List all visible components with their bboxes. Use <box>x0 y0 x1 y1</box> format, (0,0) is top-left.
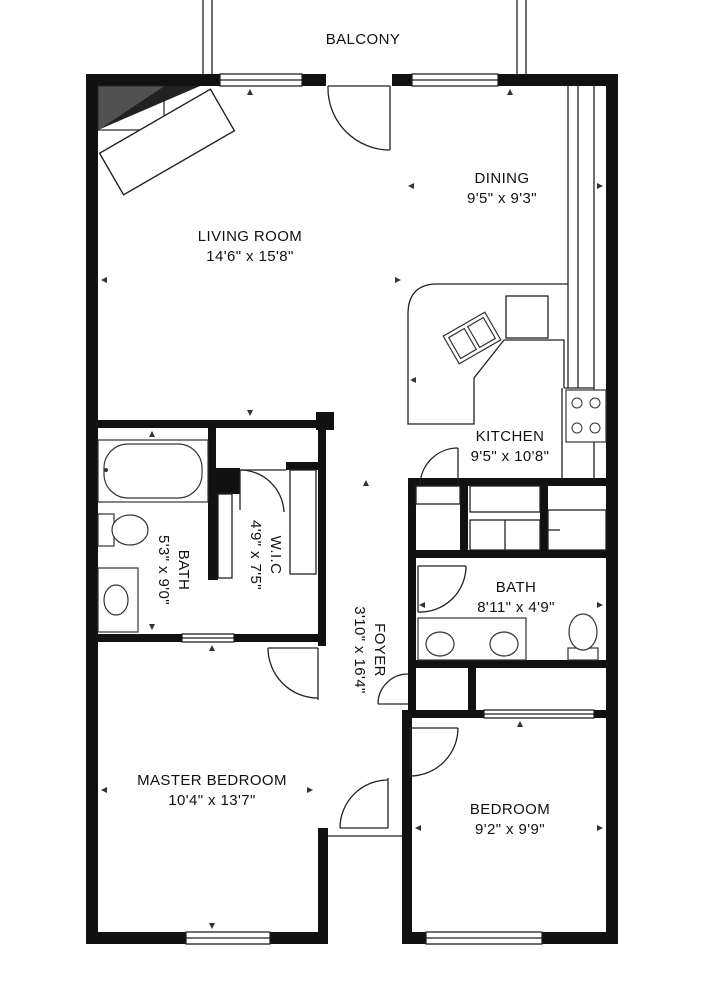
label-living: LIVING ROOM 14'6" x 15'8" <box>198 228 302 265</box>
bedroom-sliding-closet <box>483 709 595 719</box>
balcony-door <box>327 85 391 151</box>
bath1-fixtures <box>97 439 209 633</box>
wic-shelves <box>217 469 317 579</box>
label-dining: DINING 9'5" x 9'3" <box>467 170 537 207</box>
label-master: MASTER BEDROOM 10'4" x 13'7" <box>137 772 287 809</box>
living-room-size: 14'6" x 15'8" <box>206 248 293 265</box>
kitchen-sink-icon <box>442 311 502 365</box>
bath1-name: BATH <box>175 550 192 591</box>
bedroom-size: 9'2" x 9'9" <box>475 821 545 838</box>
label-bath1: BATH 5'3" x 9'0" <box>155 535 192 605</box>
foyer-size: 3'10" x 16'4" <box>351 606 368 693</box>
fireplace <box>97 85 236 196</box>
living-room-name: LIVING ROOM <box>198 228 302 245</box>
balcony-outline <box>202 0 527 76</box>
dining-size: 9'5" x 9'3" <box>467 190 537 207</box>
master-bedroom-door <box>267 647 319 700</box>
exterior-walls <box>86 74 618 944</box>
bath2-size: 8'11" x 4'9" <box>477 599 555 616</box>
top-windows <box>219 73 499 87</box>
balcony-name: BALCONY <box>326 31 401 48</box>
foyer-name: FOYER <box>371 623 388 677</box>
bedroom-door <box>409 727 459 777</box>
bedroom-name: BEDROOM <box>470 801 550 818</box>
bath-wic-walls <box>86 412 334 646</box>
dimension-markers <box>101 89 603 929</box>
label-bath2: BATH 8'11" x 4'9" <box>477 579 555 616</box>
kitchen-name: KITCHEN <box>476 428 545 445</box>
label-kitchen: KITCHEN 9'5" x 10'8" <box>471 428 550 465</box>
wic-name: W.I.C <box>267 536 284 575</box>
label-foyer: FOYER 3'10" x 16'4" <box>351 606 388 693</box>
bath1-window <box>181 633 235 643</box>
kitchen-door <box>416 447 459 487</box>
master-bedroom-size: 10'4" x 13'7" <box>168 792 255 809</box>
stove-icon <box>565 389 607 443</box>
bottom-windows <box>185 931 543 945</box>
bath2-fixtures <box>417 613 599 661</box>
bath2-name: BATH <box>496 579 537 596</box>
closet-shelves <box>415 485 607 551</box>
small-closet-door <box>377 673 409 705</box>
kitchen-size: 9'5" x 10'8" <box>471 448 550 465</box>
bath1-size: 5'3" x 9'0" <box>155 535 172 605</box>
label-wic: W.I.C 4'9" x 7'5" <box>247 520 284 590</box>
label-bedroom: BEDROOM 9'2" x 9'9" <box>470 801 550 838</box>
entry-door <box>328 778 402 837</box>
wic-size: 4'9" x 7'5" <box>247 520 264 590</box>
label-balcony: BALCONY <box>326 31 401 48</box>
master-bedroom-name: MASTER BEDROOM <box>137 772 287 789</box>
dining-name: DINING <box>475 170 530 187</box>
bath2-door <box>417 565 467 613</box>
